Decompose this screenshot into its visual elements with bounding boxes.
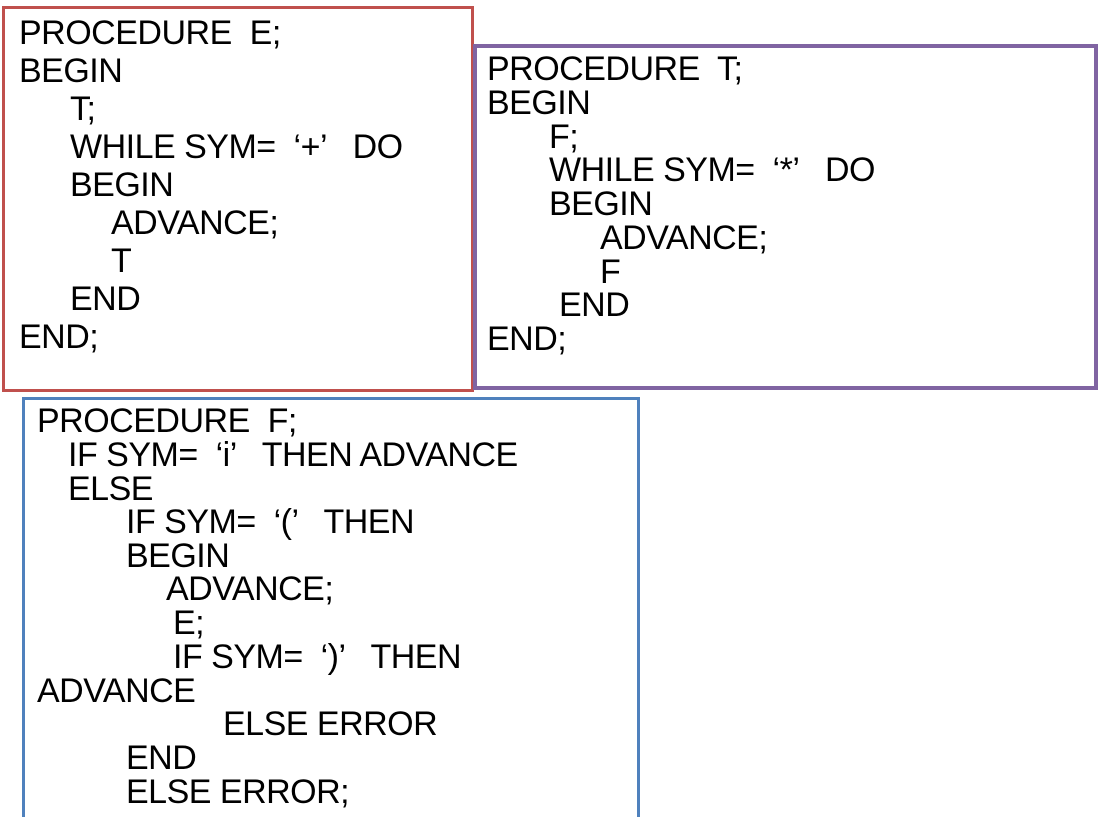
code-line: WHILE SYM= ‘*’ DO — [549, 151, 875, 189]
code-line: END — [126, 739, 197, 777]
procedure-e-header: PROCEDURE E; — [19, 14, 281, 52]
code-line: ADVANCE; — [166, 570, 334, 608]
code-line: F; — [549, 118, 579, 156]
procedure-t-header: PROCEDURE T; — [487, 50, 743, 88]
procedure-t-box: PROCEDURE T; BEGIN F; WHILE SYM= ‘*’ DO … — [473, 44, 1098, 390]
code-line: END; — [487, 320, 567, 358]
code-line: IF SYM= ‘i’ THEN ADVANCE — [68, 436, 518, 474]
code-line: END; — [19, 318, 99, 356]
code-line: T; — [70, 90, 96, 128]
code-line: END — [70, 280, 141, 318]
code-line: BEGIN — [126, 537, 230, 575]
code-line: ADVANCE; — [111, 204, 279, 242]
code-line: ELSE ERROR — [223, 705, 438, 743]
code-line: BEGIN — [549, 185, 653, 223]
code-line: E; — [173, 604, 205, 642]
code-line: BEGIN — [70, 166, 174, 204]
code-line: ADVANCE; — [600, 219, 768, 257]
code-line: IF SYM= ‘(’ THEN — [126, 503, 415, 541]
code-line: BEGIN — [19, 52, 123, 90]
code-line: END — [559, 286, 630, 324]
code-line: WHILE SYM= ‘+’ DO — [70, 128, 403, 166]
procedure-f-box: PROCEDURE F; IF SYM= ‘i’ THEN ADVANCE EL… — [22, 397, 640, 817]
code-line: IF SYM= ‘)’ THEN — [173, 638, 462, 676]
code-line: F — [600, 253, 621, 291]
procedure-e-box: PROCEDURE E; BEGIN T; WHILE SYM= ‘+’ DO … — [2, 6, 474, 392]
code-line: ELSE — [68, 470, 153, 508]
code-line: T — [111, 242, 132, 280]
code-line: ADVANCE — [37, 672, 196, 710]
procedure-f-header: PROCEDURE F; — [37, 402, 297, 440]
code-line: ELSE ERROR; — [126, 773, 350, 811]
code-line: BEGIN — [487, 84, 591, 122]
